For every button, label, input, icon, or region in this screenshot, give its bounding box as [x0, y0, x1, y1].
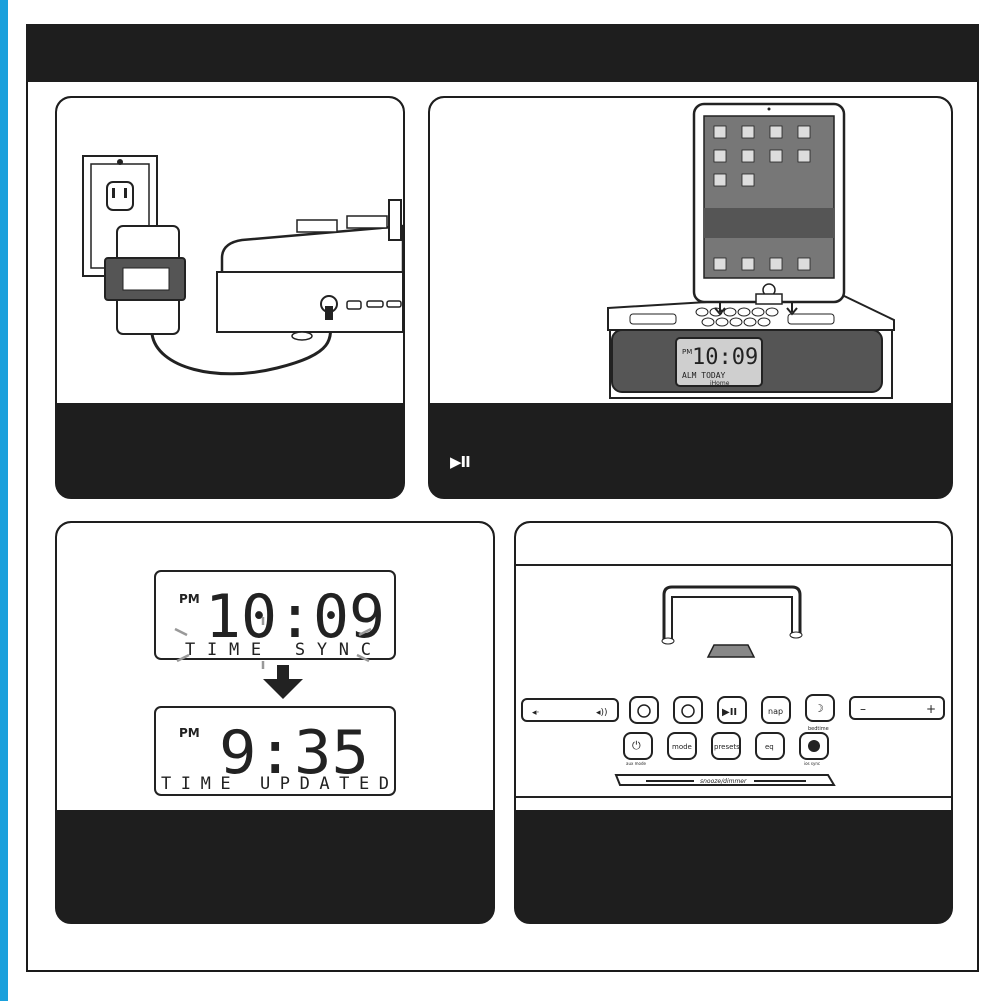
lcd-bottom-ampm: PM [179, 726, 200, 740]
snooze-label: snooze/dimmer [700, 778, 747, 785]
panel-power-adapter [55, 96, 405, 499]
button-nap-label: nap [768, 707, 783, 716]
dock-display-ampm: PM [682, 348, 692, 356]
dock-display-time: 10:09 [692, 345, 758, 370]
button-mode-label: mode [672, 743, 692, 751]
panel-ipad-dock: PM 10:09 ALM TODAY iHome [428, 96, 953, 499]
time-sync-illustration: PM 10:09 TIME SYNC PM 9:35 TIME UPDATED [57, 523, 493, 810]
svg-text:+: + [926, 702, 936, 716]
svg-text:☽: ☽ [814, 702, 824, 715]
lcd-top-ampm: PM [179, 592, 200, 606]
svg-text:◂)): ◂)) [596, 708, 608, 718]
panel-time-sync: PM 10:09 TIME SYNC PM 9:35 TIME UPDATED [55, 521, 495, 924]
svg-text:▶II: ▶II [722, 707, 737, 718]
lcd-top-time: 10:09 [205, 582, 385, 652]
bedtime-label: bedtime [808, 726, 829, 732]
dock-display-line: ALM TODAY [682, 371, 726, 380]
ipad-dock-illustration: PM 10:09 ALM TODAY iHome [430, 98, 951, 403]
left-edge-bar [0, 0, 8, 1001]
controls-illustration: ◂· ◂)) ▶II nap ☽ bedtime ⏻ aux mo [516, 523, 951, 810]
svg-text:⏻: ⏻ [632, 739, 641, 752]
lcd-bottom-time: 9:35 [219, 718, 369, 788]
play-pause-icon: ▶II [450, 453, 471, 471]
svg-text:◂·: ◂· [532, 708, 539, 718]
power-illustration [57, 98, 403, 403]
panel-controls: ◂· ◂)) ▶II nap ☽ bedtime ⏻ aux mo [514, 521, 953, 924]
dock-brand: iHome [710, 380, 730, 387]
power-label: aux mode [626, 761, 647, 766]
sync-label: ios sync [804, 761, 820, 766]
page-header [26, 24, 979, 82]
svg-text:–: – [860, 702, 866, 716]
lcd-top-message: TIME SYNC [185, 640, 371, 660]
button-presets-label: presets [714, 743, 740, 751]
button-eq-label: eq [765, 743, 774, 751]
